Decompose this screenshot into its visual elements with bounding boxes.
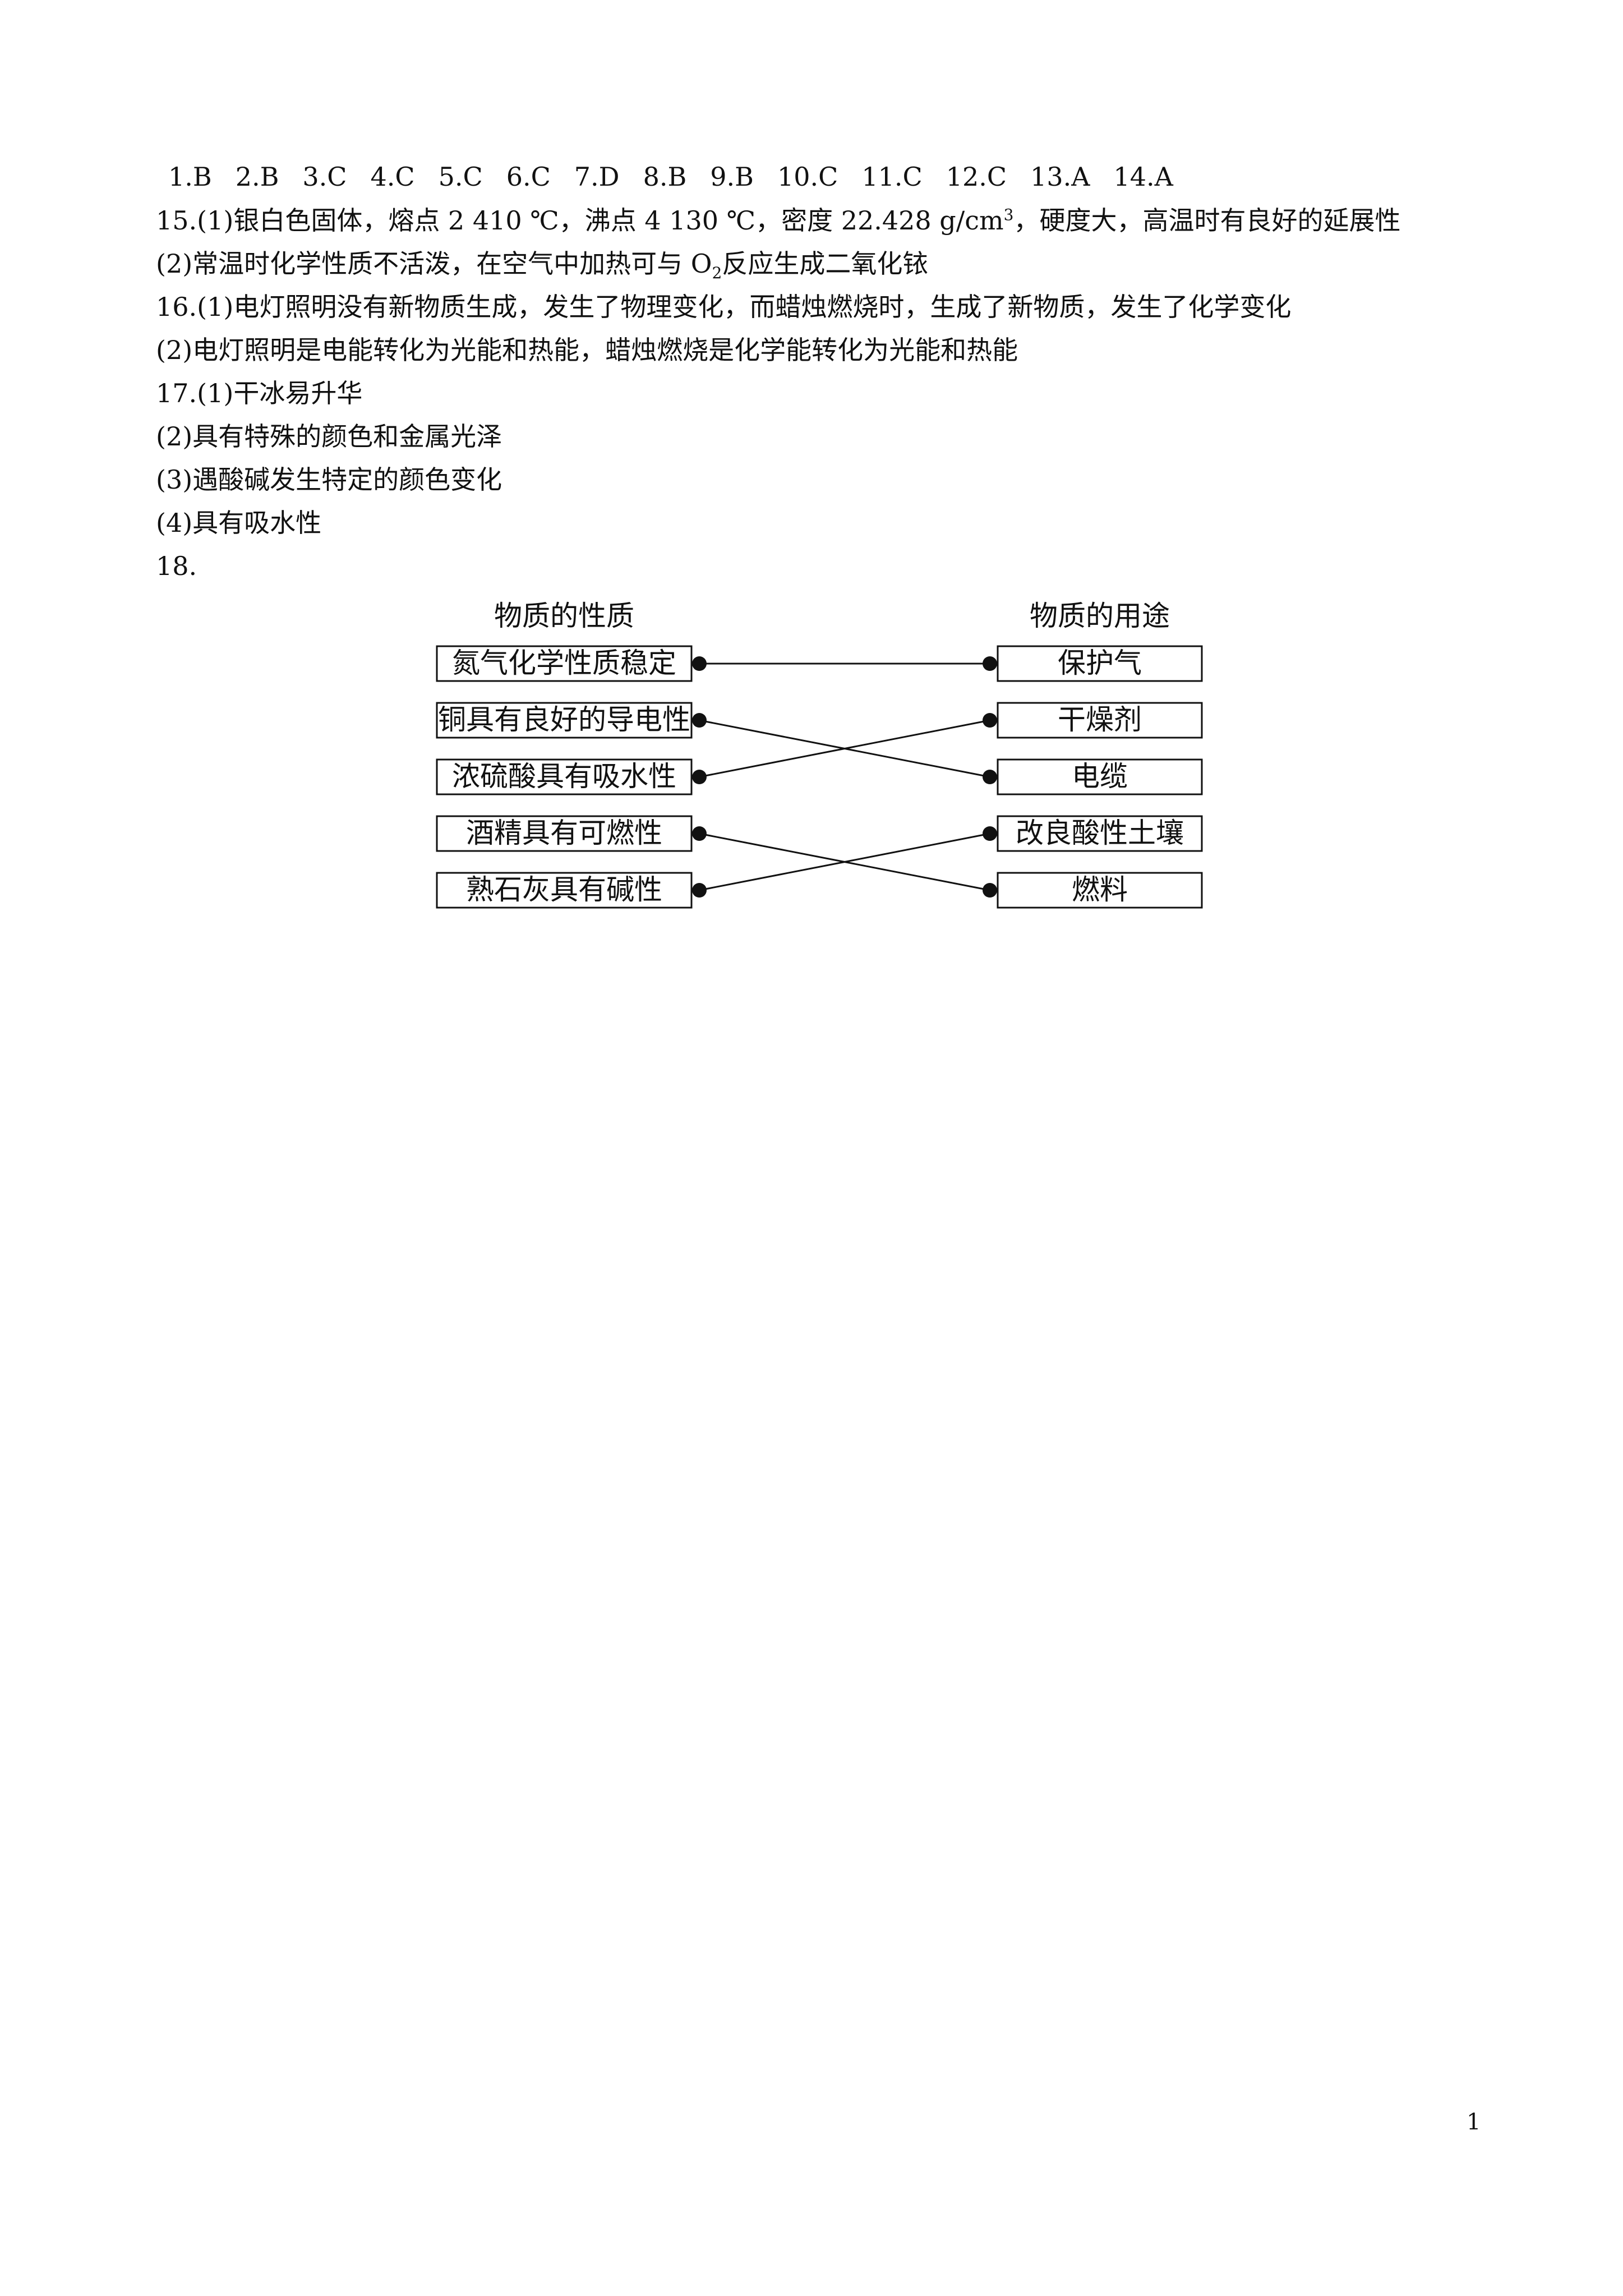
mc-answer: 7.D xyxy=(574,162,620,192)
connector-line xyxy=(699,719,990,778)
q15-part2-text-b: 反应生成二氧化铱 xyxy=(722,249,929,279)
q15-part1-text-a: 15.(1)银白色固体，熔点 2 410 ℃，沸点 4 130 ℃，密度 22.… xyxy=(156,205,1004,236)
connector-dot-left xyxy=(692,713,707,728)
mc-answer: 6.C xyxy=(506,162,551,192)
mc-answer: 2.B xyxy=(235,162,279,192)
connector-dot-right xyxy=(983,713,997,728)
use-label: 燃料 xyxy=(1072,873,1128,906)
connector-dot-left xyxy=(692,826,707,841)
connector-dot-left xyxy=(692,656,707,671)
use-label: 电缆 xyxy=(1072,760,1128,793)
q15-part2-text-a: (2)常温时化学性质不活泼，在空气中加热可与 O xyxy=(156,249,712,279)
mc-answer: 10.C xyxy=(777,162,838,192)
use-box xyxy=(997,758,1203,795)
q17-part4: (4)具有吸水性 xyxy=(156,508,322,538)
connector-dot-right xyxy=(983,826,997,841)
q17-part1: 17.(1)干冰易升华 xyxy=(156,378,363,408)
property-box xyxy=(436,815,693,852)
connector-dot-right xyxy=(983,883,997,898)
mc-answer: 9.B xyxy=(710,162,754,192)
q15-part1-text-b: ，硬度大，高温时有良好的延展性 xyxy=(1013,205,1401,236)
property-box xyxy=(436,702,693,739)
mc-answer: 3.C xyxy=(302,162,347,192)
q15-part1-superscript: 3 xyxy=(1003,205,1014,224)
q16-part1: 16.(1)电灯照明没有新物质生成，发生了物理变化，而蜡烛燃烧时，生成了新物质，… xyxy=(156,292,1292,322)
mc-answer: 8.B xyxy=(643,162,687,192)
property-label: 熟石灰具有碱性 xyxy=(466,873,662,906)
mc-answer: 12.C xyxy=(946,162,1007,192)
connector-dot-left xyxy=(692,883,707,898)
mc-answer: 11.C xyxy=(861,162,923,192)
connector-dot-right xyxy=(983,656,997,671)
q15-part1: 15.(1)银白色固体，熔点 2 410 ℃，沸点 4 130 ℃，密度 22.… xyxy=(156,204,1400,237)
property-box xyxy=(436,758,693,795)
mc-answer: 4.C xyxy=(370,162,415,192)
q18-label: 18. xyxy=(156,551,197,581)
property-box xyxy=(436,872,693,909)
left-column-header: 物质的性质 xyxy=(494,600,634,632)
property-label: 酒精具有可燃性 xyxy=(466,817,662,849)
mc-answer: 1.B xyxy=(168,162,212,192)
property-label: 浓硫酸具有吸水性 xyxy=(452,760,676,793)
page-number: 1 xyxy=(1467,2109,1481,2135)
connector-line xyxy=(699,832,990,891)
use-box xyxy=(997,815,1203,852)
q17-part3: (3)遇酸碱发生特定的颜色变化 xyxy=(156,464,502,495)
q17-part2: (2)具有特殊的颜色和金属光泽 xyxy=(156,421,502,452)
use-label: 改良酸性土壤 xyxy=(1016,817,1184,849)
use-box xyxy=(997,872,1203,909)
q16-part2: (2)电灯照明是电能转化为光能和热能，蜡烛燃烧是化学能转化为光能和热能 xyxy=(156,335,1018,365)
mc-answer: 14.A xyxy=(1113,162,1173,192)
q15-part2: (2)常温时化学性质不活泼，在空气中加热可与 O2反应生成二氧化铱 xyxy=(156,247,929,283)
use-box xyxy=(997,702,1203,739)
property-label: 氮气化学性质稳定 xyxy=(452,647,676,679)
right-column-header: 物质的用途 xyxy=(1030,600,1170,632)
mc-answer: 13.A xyxy=(1030,162,1090,192)
connector-dot-left xyxy=(692,770,707,784)
use-label: 保护气 xyxy=(1058,647,1142,679)
use-label: 干燥剂 xyxy=(1058,703,1142,736)
q15-part2-subscript: 2 xyxy=(712,264,722,283)
use-box xyxy=(997,645,1203,682)
mc-answer: 5.C xyxy=(438,162,483,192)
property-label: 铜具有良好的导电性 xyxy=(438,703,690,736)
property-box xyxy=(436,645,693,682)
mc-answers-row: 1.B 2.B 3.C 4.C 5.C 6.C 7.D 8.B 9.B 10.C 11.C 12.C 1… xyxy=(156,160,1197,194)
connector-dot-right xyxy=(983,770,997,784)
